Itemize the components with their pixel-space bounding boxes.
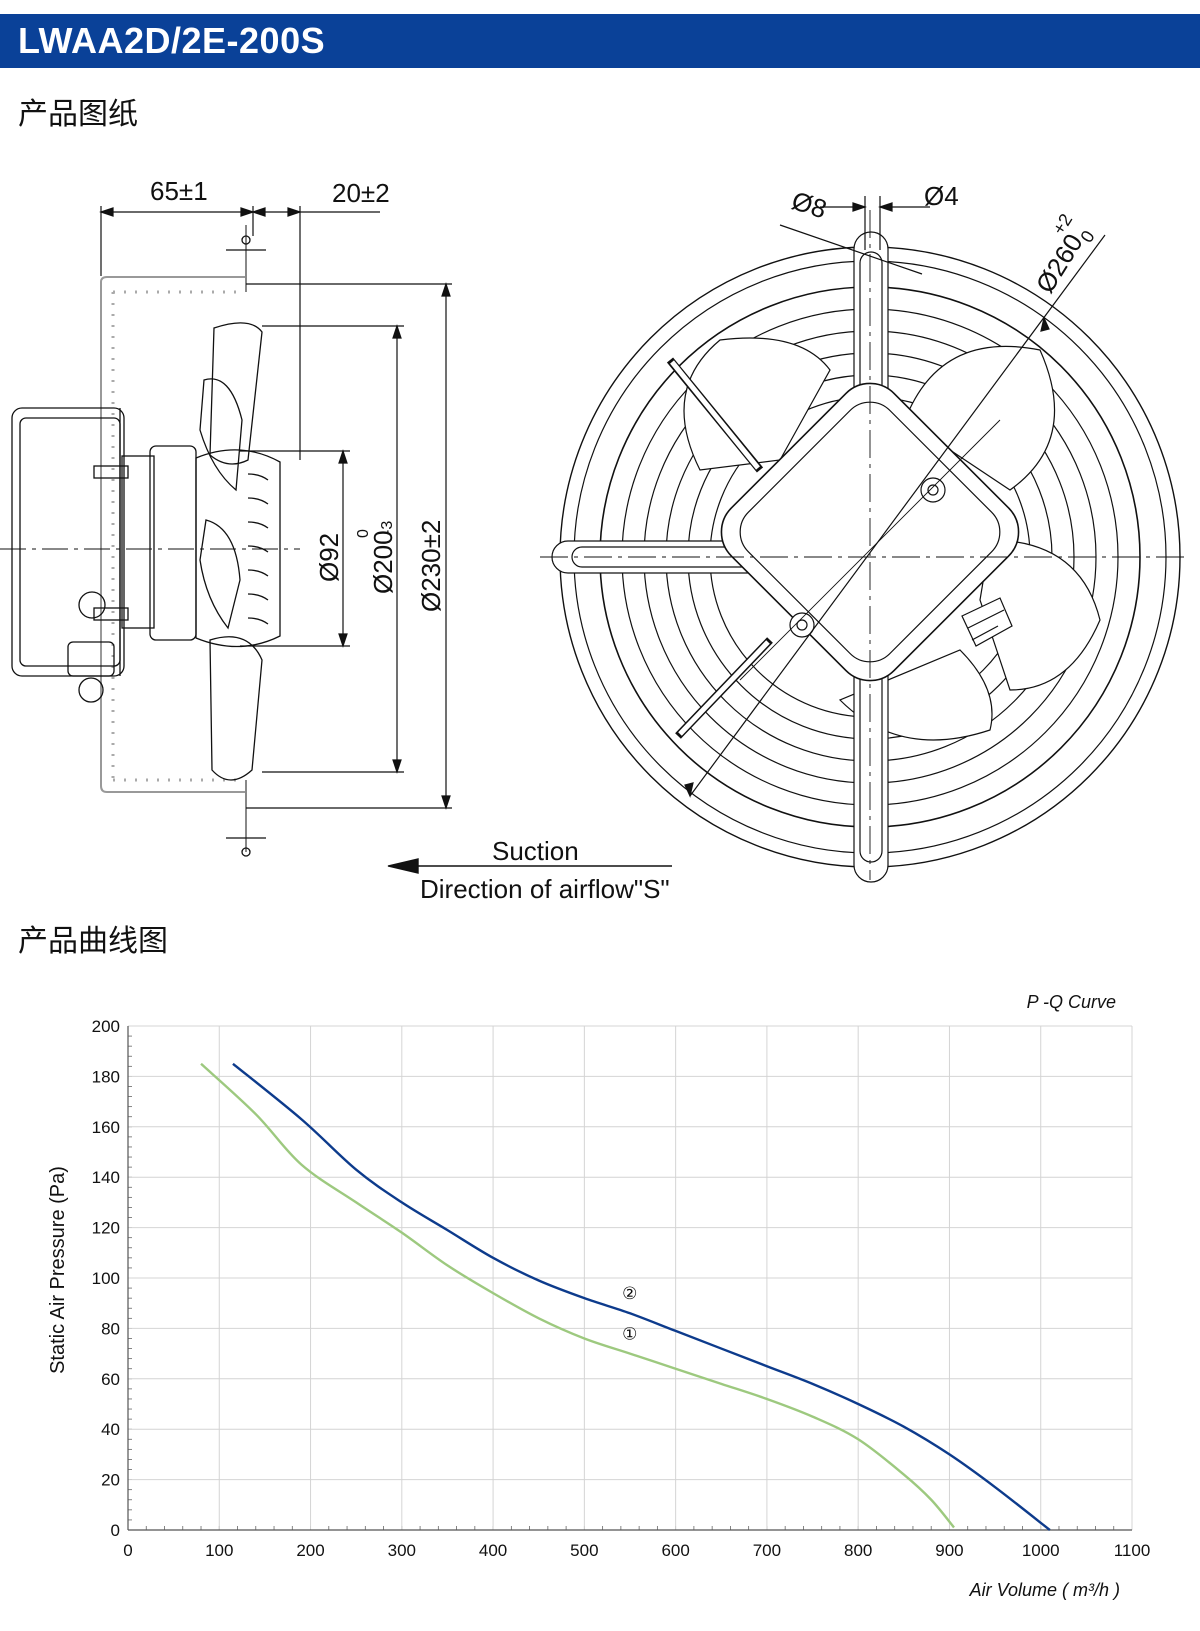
front-dimensions bbox=[684, 196, 1106, 798]
dim-8: Ø8 bbox=[788, 185, 830, 224]
y-tick-label: 100 bbox=[92, 1269, 120, 1288]
dim-200-tol-upper: 0 bbox=[355, 529, 372, 538]
chart-grid bbox=[127, 1025, 1133, 1531]
y-tick-label: 140 bbox=[92, 1168, 120, 1187]
dim-200: Ø200 bbox=[368, 530, 398, 594]
x-tick-label: 600 bbox=[661, 1541, 689, 1560]
x-tick-label: 800 bbox=[844, 1541, 872, 1560]
y-tick-label: 200 bbox=[92, 1017, 120, 1036]
y-tick-label: 160 bbox=[92, 1118, 120, 1137]
side-view bbox=[0, 225, 300, 857]
product-drawing: 65±1 20±2 Ø92 Ø200 0 -3 Ø230±2 bbox=[0, 176, 1190, 904]
y-axis-ticks: 0 20 40 60 80 100 120 140 160 180 200 bbox=[92, 1017, 120, 1540]
dim-65: 65±1 bbox=[150, 176, 208, 206]
y-tick-label: 40 bbox=[101, 1420, 120, 1439]
suction-label: Suction bbox=[492, 836, 579, 866]
airflow-arrow bbox=[387, 858, 672, 874]
curve-section-title: 产品曲线图 bbox=[18, 924, 168, 959]
x-axis-label: Air Volume ( m³/h ) bbox=[969, 1580, 1120, 1600]
chart-series: ①② bbox=[200, 1062, 1051, 1531]
pq-chart: 0 100 200 300 400 500 600 700 800 900 1000 1100 0 20… bbox=[47, 992, 1150, 1600]
chart-title: P -Q Curve bbox=[1027, 992, 1116, 1012]
y-tick-label: 120 bbox=[92, 1219, 120, 1238]
side-dimensions bbox=[99, 206, 452, 810]
header-bar: LWAA2D/2E-200S bbox=[0, 14, 1200, 68]
y-tick-label: 0 bbox=[111, 1521, 120, 1540]
y-axis-label: Static Air Pressure (Pa) bbox=[47, 1166, 69, 1374]
x-tick-label: 900 bbox=[935, 1541, 963, 1560]
x-tick-label: 1000 bbox=[1022, 1541, 1060, 1560]
x-tick-label: 100 bbox=[205, 1541, 233, 1560]
x-tick-label: 1100 bbox=[1114, 1541, 1151, 1560]
x-axis-ticks: 0 100 200 300 400 500 600 700 800 900 1000 1100 bbox=[123, 1541, 1150, 1560]
y-tick-label: 20 bbox=[101, 1471, 120, 1490]
x-tick-label: 700 bbox=[753, 1541, 781, 1560]
x-tick-label: 400 bbox=[479, 1541, 507, 1560]
y-tick-label: 80 bbox=[101, 1319, 120, 1338]
series-line-2 bbox=[232, 1062, 1051, 1531]
dim-4: Ø4 bbox=[924, 181, 959, 211]
x-tick-label: 300 bbox=[388, 1541, 416, 1560]
x-tick-label: 200 bbox=[296, 1541, 324, 1560]
dim-200-tol-lower: -3 bbox=[379, 521, 396, 535]
x-tick-label: 0 bbox=[123, 1541, 132, 1560]
x-tick-label: 500 bbox=[570, 1541, 598, 1560]
series-label-1: ① bbox=[622, 1325, 637, 1344]
y-tick-label: 180 bbox=[92, 1067, 120, 1086]
y-tick-label: 60 bbox=[101, 1370, 120, 1389]
airflow-direction-label: Direction of airflow"S" bbox=[420, 874, 670, 904]
series-line-1 bbox=[200, 1062, 955, 1529]
dim-230: Ø230±2 bbox=[416, 520, 446, 612]
drawing-section-title: 产品图纸 bbox=[18, 97, 138, 132]
dim-92: Ø92 bbox=[314, 533, 344, 582]
series-label-2: ② bbox=[622, 1284, 637, 1303]
dim-20: 20±2 bbox=[332, 178, 390, 208]
page-title: LWAA2D/2E-200S bbox=[18, 20, 326, 61]
front-view bbox=[540, 210, 1190, 883]
